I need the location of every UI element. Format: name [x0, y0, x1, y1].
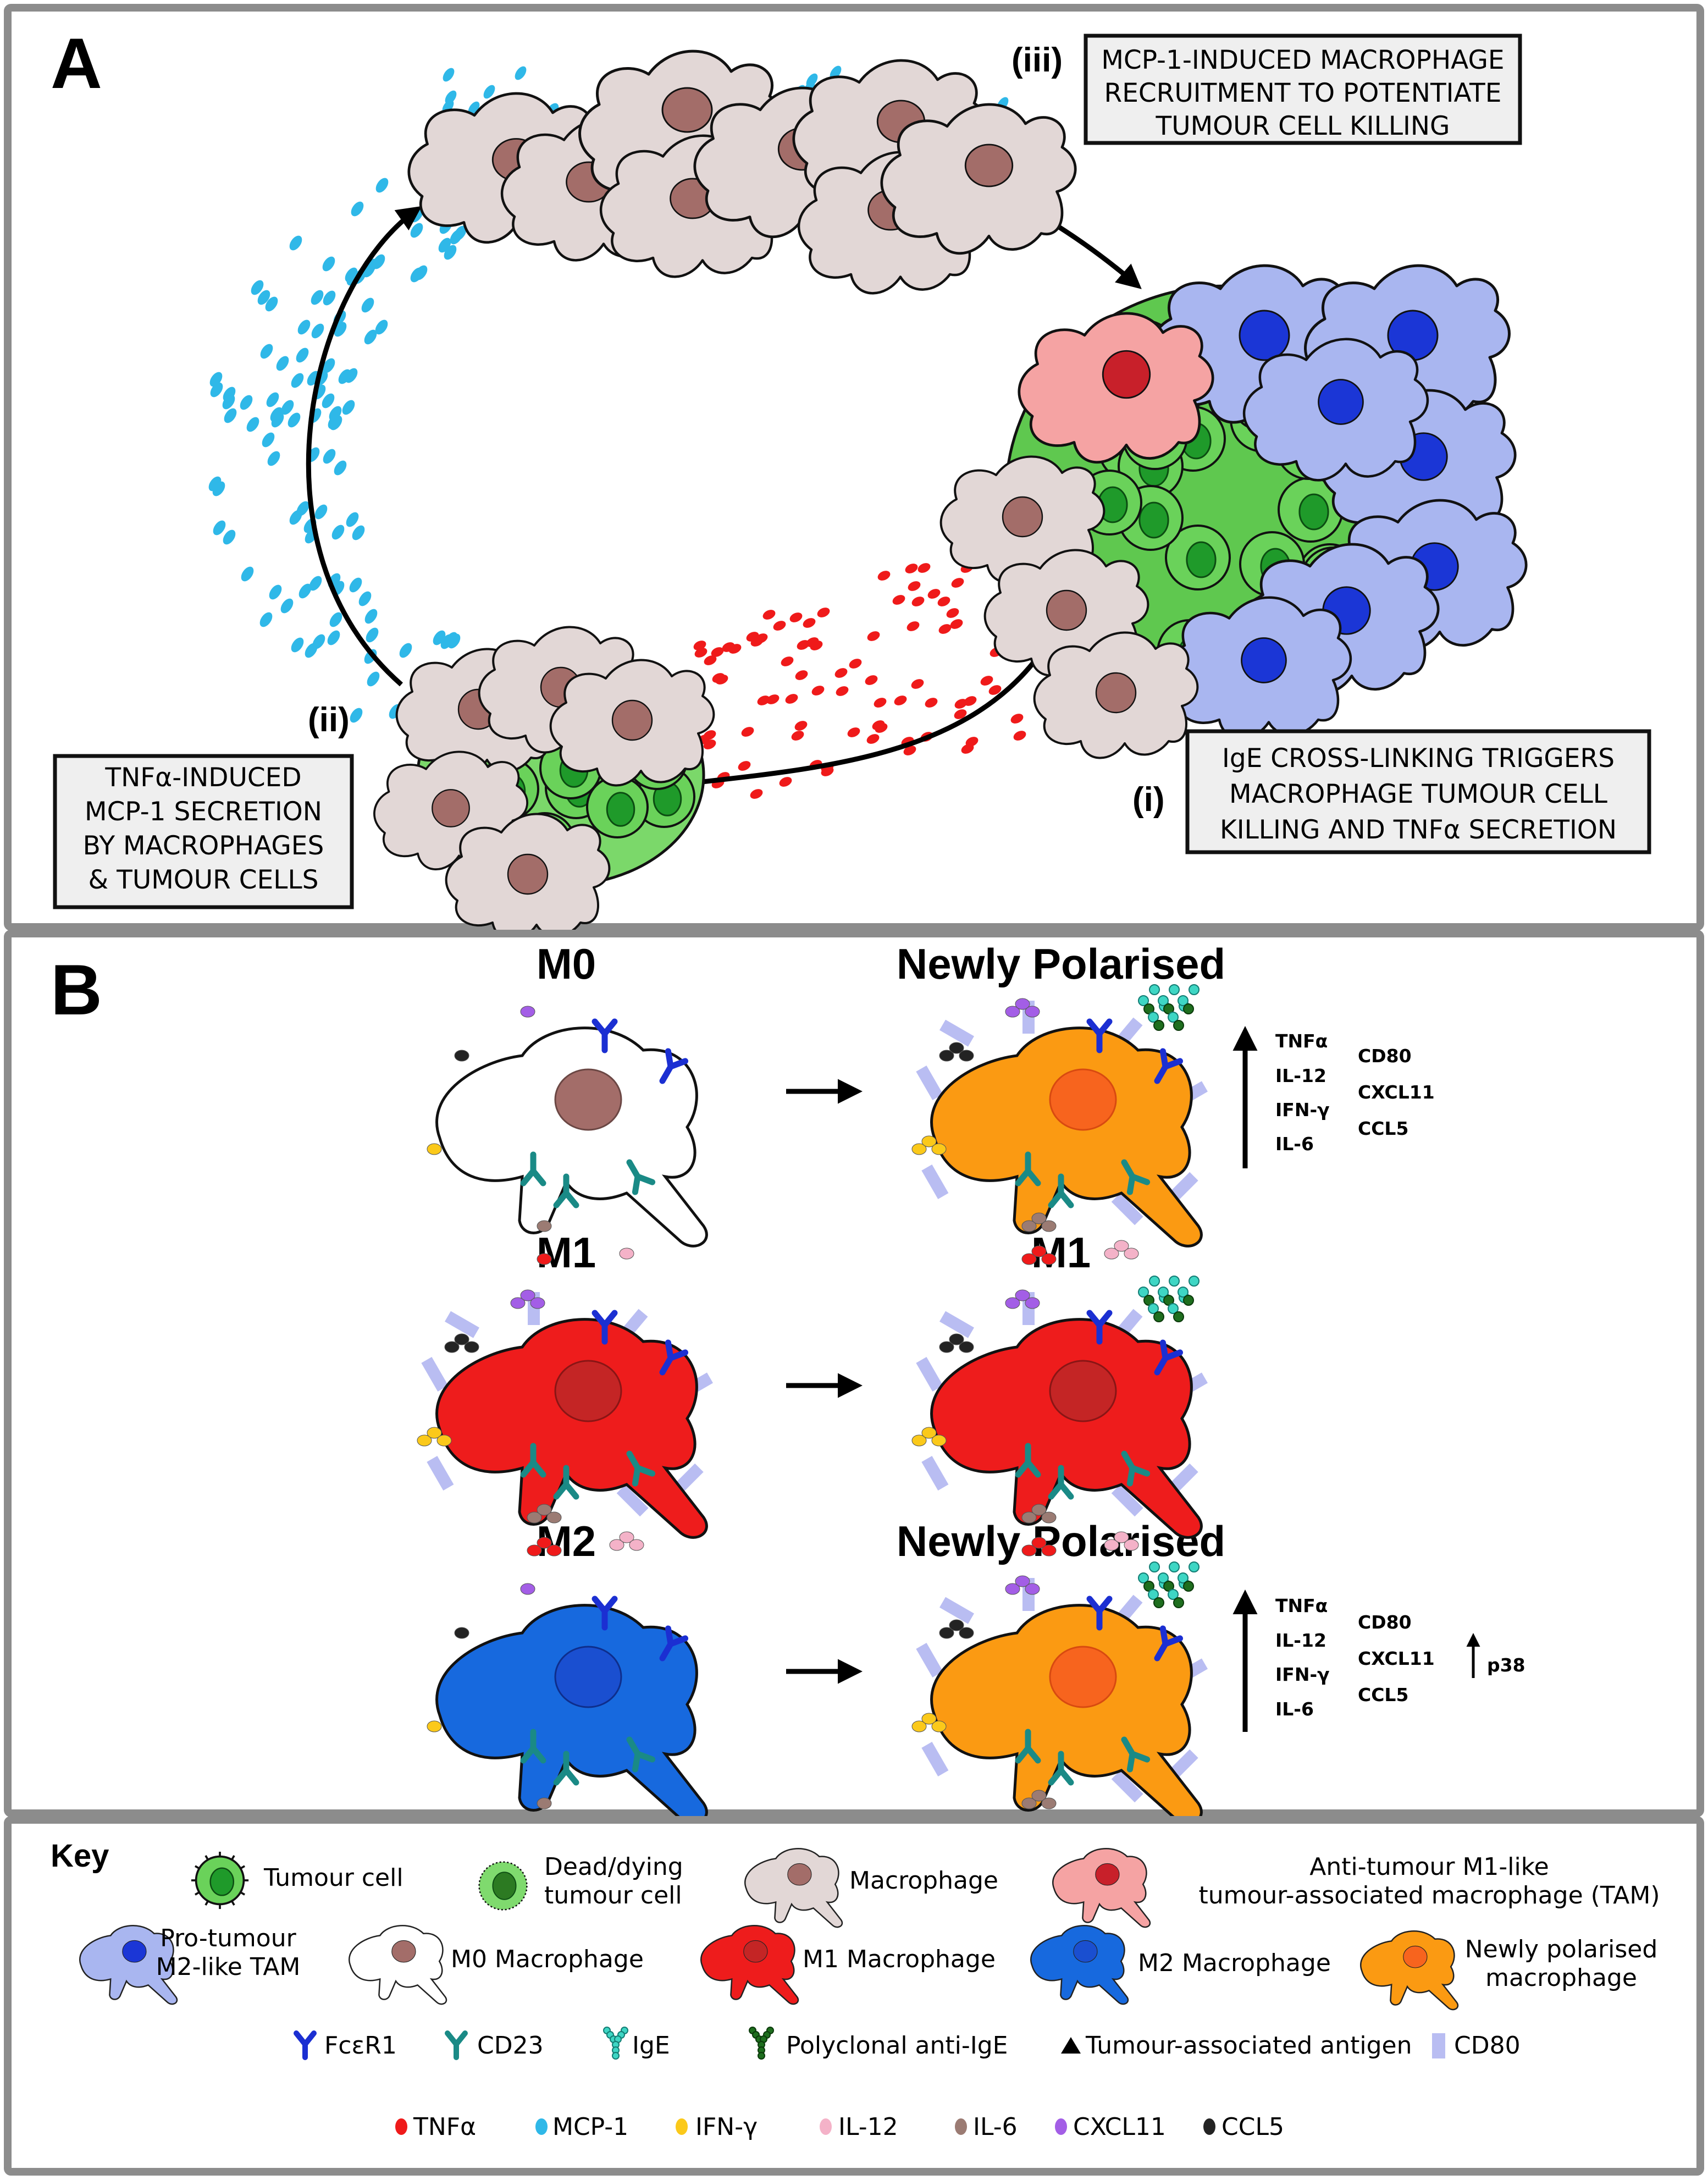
key-ige: IgE [632, 2032, 670, 2060]
anti-ige-icon [749, 2027, 774, 2060]
panel-b-frame [4, 930, 1704, 1817]
key-m2tam-1: Pro-tumour [160, 1924, 296, 1952]
i-line-1: IgE CROSS-LINKING TRIGGERS [1222, 743, 1615, 774]
i-line-3: KILLING AND TNFα SECRETION [1220, 815, 1617, 845]
ii-line-1: TNFα-INDUCED [104, 763, 301, 793]
row1-left-title: M0 [537, 940, 596, 988]
key-m1: M1 Macrophage [803, 1945, 996, 1973]
key-il6: IL-6 [973, 2113, 1018, 2141]
key-ifng: IFN-γ [695, 2113, 758, 2141]
key-cd80: CD80 [1454, 2032, 1521, 2060]
row3-upregulated: TNFα IL-12 IFN-γ IL-6 CD80 CXCL11 CCL5 p… [1232, 1590, 1525, 1732]
key-macrophage: Macrophage [849, 1867, 998, 1895]
key-cxcl11: CXCL11 [1073, 2113, 1166, 2141]
iii-line-1: MCP-1-INDUCED MACROPHAGE [1101, 45, 1504, 75]
row1-up-2: IFN-γ [1275, 1099, 1330, 1121]
key-ccl5: CCL5 [1221, 2113, 1284, 2141]
il12-dot-icon [820, 2118, 832, 2135]
key-m2tam-2: M2-like TAM [156, 1953, 301, 1981]
iii-line-3: TUMOUR CELL KILLING [1156, 111, 1450, 141]
key-tumour-cell: Tumour cell [263, 1864, 403, 1892]
row1-upregulated: TNFα IL-12 IFN-γ IL-6 CD80 CXCL11 CCL5 [1232, 1026, 1435, 1168]
row1-right-title: Newly Polarised [897, 940, 1225, 988]
arrow-ii-to-iii [306, 206, 422, 687]
row1-mk-1: CXCL11 [1358, 1081, 1435, 1103]
key-cd23: CD23 [477, 2032, 544, 2060]
tnfa-particles [685, 537, 1031, 799]
key-title: Key [51, 1838, 109, 1874]
key-frame [4, 1816, 1704, 2176]
key-mcp1: MCP-1 [552, 2113, 628, 2141]
row1-up-1: IL-12 [1275, 1065, 1326, 1086]
cxcl11-dot-icon [1055, 2118, 1067, 2135]
row1-mk-2: CCL5 [1358, 1118, 1408, 1139]
cd23-icon [445, 2030, 468, 2060]
row2-left-title: M1 [537, 1228, 596, 1277]
tumour-mass-ii [373, 627, 714, 939]
marker-iii: (iii) [1011, 41, 1063, 79]
key-m0: M0 Macrophage [451, 1945, 644, 1973]
key-fcer1: FcεR1 [324, 2032, 397, 2060]
arrow-i-to-ii [660, 661, 1036, 796]
cd80-icon [1432, 2033, 1445, 2058]
row3-up-0: TNFα [1275, 1595, 1328, 1616]
ii-line-4: & TUMOUR CELLS [89, 865, 319, 895]
key-cytokines: TNFα MCP-1 IFN-γ IL-12 IL-6 CXCL11 CCL5 [395, 2113, 1284, 2141]
row1-up-0: TNFα [1275, 1030, 1328, 1052]
mcp1-dot-icon [535, 2118, 548, 2135]
key-tnfa: TNFα [413, 2113, 476, 2141]
key-newly-1: Newly polarised [1465, 1935, 1658, 1963]
key-dead-1: Dead/dying [544, 1853, 683, 1881]
panel-b-label: B [51, 950, 102, 1030]
ige-icon [603, 2027, 628, 2060]
row3-mk-0: CD80 [1358, 1611, 1412, 1633]
key-m1tam-1: Anti-tumour M1-like [1309, 1853, 1549, 1881]
row3-mk-1: CXCL11 [1358, 1648, 1435, 1669]
key-receptors: FcεR1 CD23 IgE Polyclonal anti-IgE Tumou… [294, 2027, 1521, 2060]
panel-a-label: A [51, 23, 102, 103]
ccl5-dot-icon [1203, 2118, 1215, 2135]
marker-ii: (ii) [308, 701, 350, 739]
row1-up-3: IL-6 [1275, 1133, 1314, 1155]
row3-up-1: IL-12 [1275, 1630, 1326, 1651]
key-newly-2: macrophage [1485, 1964, 1637, 1992]
callout-iii: (iii) MCP-1-INDUCED MACROPHAGE RECRUITME… [1011, 34, 1522, 145]
row3-mk-2: CCL5 [1358, 1684, 1408, 1706]
ii-line-3: BY MACROPHAGES [83, 831, 324, 861]
key-il12: IL-12 [838, 2113, 898, 2141]
tnfa-dot-icon [395, 2118, 407, 2135]
il6-dot-icon [955, 2118, 967, 2135]
key-dead-2: tumour cell [544, 1881, 682, 1909]
fcer1-icon [294, 2030, 317, 2060]
row3-up-3: IL-6 [1275, 1698, 1314, 1720]
recruited-macrophages [409, 51, 1075, 293]
callout-i: (i) IgE CROSS-LINKING TRIGGERS MACROPHAG… [1132, 729, 1651, 854]
iii-line-2: RECRUITMENT TO POTENTIATE [1104, 78, 1502, 108]
key-anti-ige: Polyclonal anti-IgE [786, 2032, 1008, 2060]
key-m1tam-2: tumour-associated macrophage (TAM) [1199, 1881, 1660, 1909]
marker-i: (i) [1132, 781, 1165, 819]
ifng-dot-icon [676, 2118, 688, 2135]
row3-up-2: IFN-γ [1275, 1664, 1330, 1685]
row1-mk-0: CD80 [1358, 1045, 1412, 1067]
row3-extra: p38 [1487, 1654, 1525, 1676]
antigen-icon [1061, 2037, 1081, 2054]
callout-ii: (ii) TNFα-INDUCED MCP-1 SECRETION BY MAC… [53, 701, 354, 909]
key-antigen: Tumour-associated antigen [1085, 2032, 1412, 2060]
ii-line-2: MCP-1 SECRETION [85, 797, 322, 827]
key-m2: M2 Macrophage [1138, 1949, 1331, 1977]
i-line-2: MACROPHAGE TUMOUR CELL [1229, 779, 1607, 809]
tumour-mass-i [941, 266, 1527, 758]
